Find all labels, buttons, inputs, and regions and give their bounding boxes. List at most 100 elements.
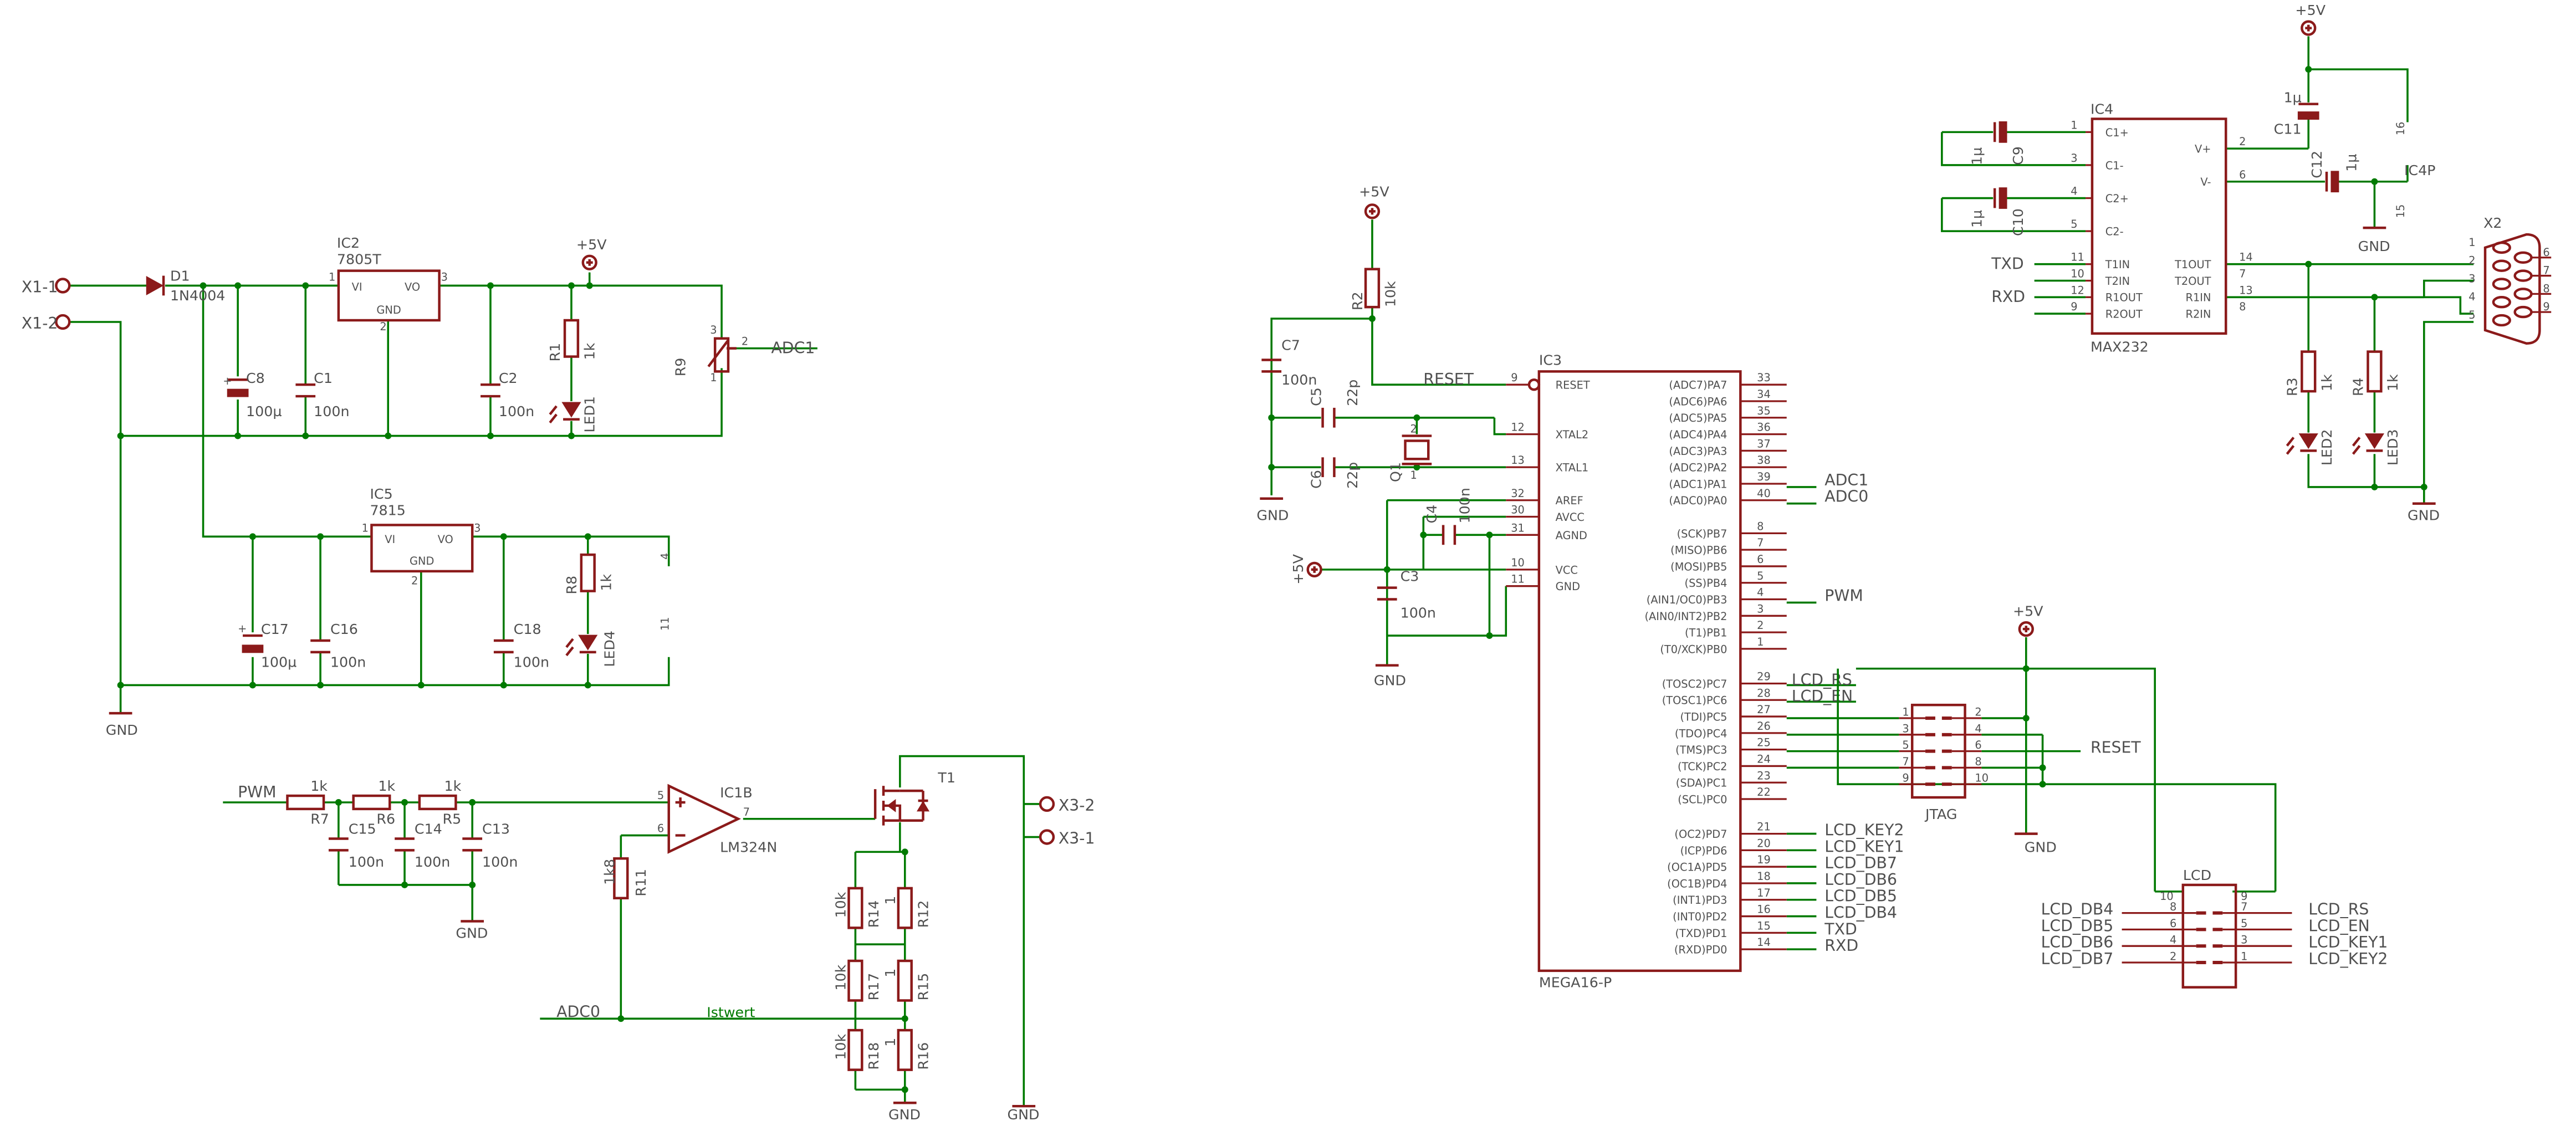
r8-name: R8 (563, 576, 580, 595)
led-led3: LED3 (2352, 429, 2401, 465)
led1-name: LED1 (581, 396, 598, 433)
ic2-vi: VI (352, 280, 362, 293)
ic3-net-label: TXD (1824, 920, 1857, 938)
ic2-pin1: 1 (329, 270, 335, 283)
ic3-name: IC3 (1539, 351, 1562, 368)
pwm-filter-section: PWM 1k R7 1k R6 1k R5 C15 100n C14 100n … (223, 755, 1095, 1121)
r9-pin2: 2 (742, 335, 748, 348)
c17-plus: + (238, 622, 247, 635)
supply-5v-ic2: +5V (576, 236, 607, 270)
jtag-pin-number: 2 (1975, 706, 1981, 719)
ic4-pin-name: T2IN (2105, 275, 2130, 288)
ic3-pin-number: 24 (1757, 753, 1771, 765)
mcu-section: +5V R2 10k C7 100n RESET C5 22p C6 22p Q… (1256, 183, 1904, 991)
ic3-pin-name: XTAL1 (1556, 462, 1589, 474)
r3-name: R3 (2283, 377, 2300, 396)
ic4-pin-name: T1OUT (2174, 258, 2211, 271)
ic3-pin-number: 23 (1757, 769, 1771, 782)
header-lcd: LCD 10 9 8LCD_DB46LCD_DB54LCD_DB62LCD_DB… (2041, 867, 2388, 989)
ground-symbol-jtag: GND (2014, 832, 2057, 855)
supply-5v-serial: +5V (2295, 2, 2326, 36)
ic3-right-pins: 33(ADC7)PA734(ADC6)PA635(ADC5)PA536(ADC4… (1645, 371, 1904, 956)
lcd-net-label: LCD_DB4 (2041, 900, 2114, 919)
lcd-net-label: LCD_DB6 (2041, 933, 2114, 951)
jtag-pin-number: 4 (1975, 722, 1981, 735)
x2-pin-contact (2513, 269, 2533, 282)
c13-name: C13 (482, 821, 510, 837)
ic4-pin-number: 10 (2071, 268, 2084, 280)
ic3-pin-name: (TOSC2)PC7 (1662, 678, 1727, 690)
ic3-pin-name: (ADC3)PA3 (1669, 445, 1727, 458)
ic1b-pin5: 5 (657, 789, 664, 802)
crystal-q1: Q1 2 1 (1387, 423, 1432, 482)
ic3-pin-name: (ADC1)PA1 (1669, 478, 1727, 490)
ic4-pin-name: V- (2200, 176, 2211, 188)
ic3-pin-name: (TXD)PD1 (1675, 927, 1727, 940)
ic3-pin-name: GND (1556, 580, 1580, 593)
ic3-pin-name: (TMS)PC3 (1675, 744, 1727, 756)
supply-5v-jtag: +5V (2013, 602, 2043, 637)
c17-value: 100µ (261, 654, 297, 670)
jtag-name: JTAG (1924, 806, 1957, 822)
c14-name: C14 (415, 821, 442, 837)
r15-name: R15 (914, 973, 931, 1001)
jtag-pin-number: 7 (1902, 755, 1909, 768)
jtag-pin-marker (1925, 716, 1935, 720)
ic3-pin-number: 2 (1757, 619, 1764, 632)
ic4-pin-number: 9 (2071, 300, 2077, 313)
ic3-net-label: PWM (1824, 586, 1863, 605)
ic4-pin-number: 8 (2239, 300, 2246, 313)
power-supply-section: X1-1 X1-2 D1 1N4004 IC2 7805T VI VO GND … (22, 234, 817, 738)
r2-value: 10k (1382, 281, 1399, 307)
resistor-r4: R4 1k (2350, 350, 2401, 396)
gnd-label-x3: GND (1008, 1106, 1040, 1121)
resistor-r12: 1 R12 (882, 887, 931, 929)
lcd-pin-marker (2196, 911, 2206, 915)
r6-value: 1k (378, 777, 395, 794)
c5-name: C5 (1308, 387, 1325, 406)
c1-name: C1 (314, 370, 333, 386)
ic3-pin-number: 37 (1757, 437, 1771, 450)
c12-name: C12 (2308, 151, 2325, 178)
ic3-pin-name: (ADC5)PA5 (1669, 412, 1727, 424)
r7-value: 1k (310, 777, 328, 794)
lcd-pin-number: 2 (2170, 950, 2176, 963)
ic3-pin-number: 29 (1757, 670, 1771, 683)
capacitor-c4: C4 100n (1423, 488, 1473, 545)
lcd-pin10: 10 (2160, 890, 2174, 903)
x2-pin-contact (2492, 278, 2511, 290)
ic5-name: IC5 (370, 485, 392, 502)
c3-name: C3 (1401, 568, 1419, 585)
c17-name: C17 (261, 621, 289, 637)
jtag-pin-marker (1941, 733, 1952, 736)
ic3-pin-number: 30 (1511, 504, 1525, 516)
ic3-net-label: LCD_DB4 (1824, 904, 1897, 922)
c16-name: C16 (330, 621, 358, 637)
ic3-net-label: LCD_KEY1 (1824, 837, 1904, 856)
ic3-pin-name: AREF (1556, 494, 1583, 507)
resistor-r5: 1k R5 (418, 777, 462, 827)
r9-pin3: 3 (710, 324, 717, 336)
c7-name: C7 (1281, 337, 1300, 354)
ic4-pin-name: R1IN (2186, 291, 2211, 304)
resistor-r14: 10k R14 (832, 887, 882, 929)
vcc-label-jtag: +5V (2013, 602, 2043, 619)
capacitor-c11: 1µ C11 (2274, 89, 2319, 137)
ground-symbol-divider: GND (888, 1101, 921, 1121)
c18-name: C18 (514, 621, 541, 637)
ic3-value: MEGA16-P (1539, 974, 1612, 991)
ic2-pin2: 2 (380, 320, 386, 333)
lcd-pin-marker (2212, 928, 2223, 931)
lcd-pin-marker (2212, 961, 2223, 964)
regulator-ic5: IC5 7815 VI VO GND 1 3 2 (362, 485, 481, 587)
supply-pin4: 4 (659, 553, 672, 560)
c5-value: 22p (1344, 380, 1361, 406)
jtag-pin-marker (1941, 766, 1952, 770)
ic3-pin-number: 32 (1511, 487, 1525, 500)
ic4-pin-name: C1- (2105, 159, 2124, 172)
c15-value: 100n (349, 853, 384, 870)
ic4-pin-number: 14 (2239, 251, 2253, 264)
x2-pin-contact (2513, 251, 2533, 264)
r4-value: 1k (2384, 374, 2401, 391)
capacitor-c18: C18 100n (493, 621, 549, 670)
